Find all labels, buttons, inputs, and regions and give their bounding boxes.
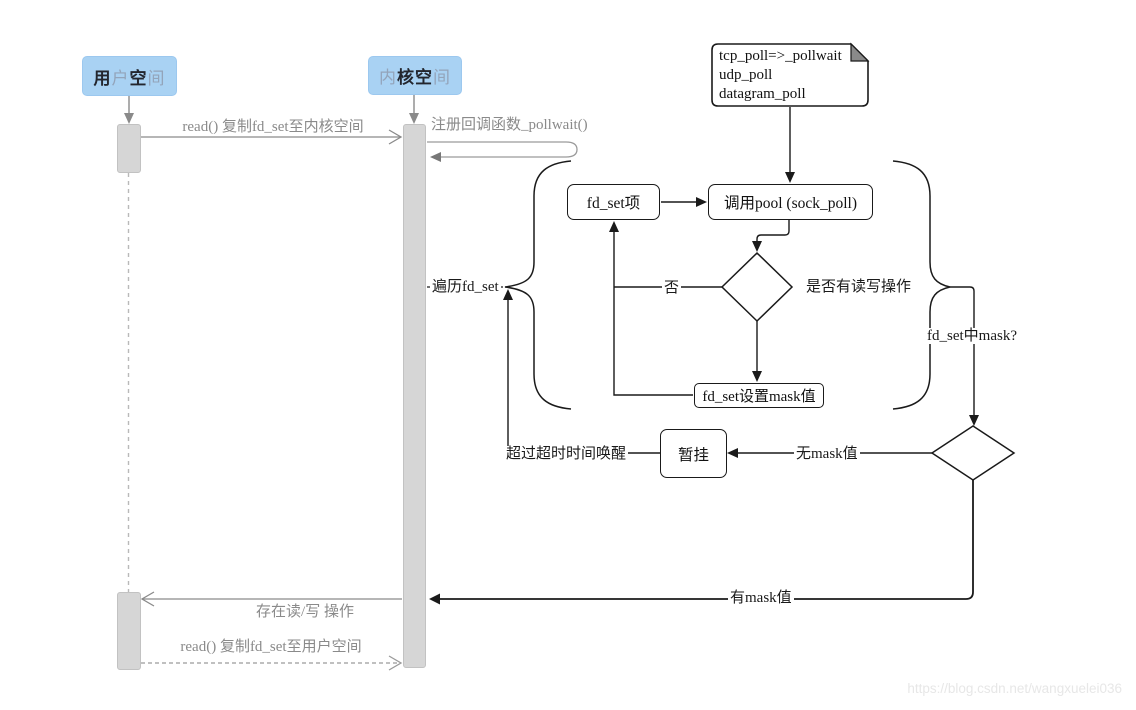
note-line-3: datagram_poll bbox=[719, 86, 806, 102]
decision-rw-diamond bbox=[720, 251, 794, 323]
header-char: 间 bbox=[433, 68, 451, 87]
label-has-mask: 有mask值 bbox=[728, 590, 794, 606]
msg-copy-to-user-arrow bbox=[141, 655, 403, 671]
node-suspend: 暂挂 bbox=[660, 429, 727, 478]
header-char: 内 bbox=[379, 68, 397, 87]
note-poll-functions: tcp_poll=>_pollwait udp_poll datagram_po… bbox=[719, 47, 842, 104]
note-to-callpoll-arrow bbox=[785, 107, 795, 183]
msg-rw-exists-arrow bbox=[140, 591, 402, 607]
loop-left-brace bbox=[504, 160, 572, 410]
msg-copy-to-kernel-arrow bbox=[141, 129, 403, 145]
label-rw-question: 是否有读写操作 bbox=[806, 279, 912, 295]
user-header-arrow bbox=[124, 94, 134, 124]
header-char: 用 bbox=[93, 68, 112, 88]
lifeline-header-user-space: 用户空间 bbox=[82, 56, 177, 96]
hasmask-to-kernel-arrow bbox=[429, 480, 974, 605]
node-fdset-item: fd_set项 bbox=[567, 184, 660, 220]
watermark-url: https://blog.csdn.net/wangxuelei036 bbox=[907, 681, 1122, 696]
lifeline-header-kernel-space: 内核空间 bbox=[368, 56, 462, 95]
loop-back-to-fditem-arrow bbox=[609, 221, 722, 396]
kernel-activation-bar bbox=[403, 124, 426, 668]
label-no-mask: 无mask值 bbox=[794, 446, 860, 462]
note-line-1: tcp_poll=>_pollwait bbox=[719, 48, 842, 64]
label-copy-to-kernel: read() 复制fd_set至内核空间 bbox=[182, 119, 364, 135]
label-wake-timeout: 超过超时时间唤醒 bbox=[504, 446, 629, 462]
user-activation-bar-2 bbox=[117, 592, 141, 670]
header-char: 间 bbox=[147, 68, 166, 88]
kernel-header-arrow bbox=[409, 93, 419, 124]
decision-mask-diamond bbox=[930, 425, 1016, 481]
label-no: 否 bbox=[662, 280, 682, 296]
label-rw-exists: 存在读/写 操作 bbox=[256, 604, 354, 620]
decision-to-setmask-arrow bbox=[752, 321, 762, 382]
node-set-mask: fd_set设置mask值 bbox=[694, 383, 824, 408]
fditem-to-callpoll-arrow bbox=[661, 197, 707, 207]
header-char: 核 bbox=[397, 68, 415, 87]
msg-register-callback-selfloop bbox=[427, 141, 578, 162]
header-char: 空 bbox=[129, 68, 148, 88]
user-activation-bar-1 bbox=[117, 124, 141, 173]
note-line-2: udp_poll bbox=[719, 67, 773, 83]
label-mask-question: fd_set中mask? bbox=[925, 328, 1019, 344]
header-char: 户 bbox=[111, 68, 130, 88]
label-copy-to-user: read() 复制fd_set至用户空间 bbox=[180, 639, 362, 655]
brace-to-maskdecision-arrow bbox=[950, 286, 979, 426]
label-register-callback: 注册回调函数_pollwait() bbox=[431, 117, 588, 133]
callpoll-to-decision-arrow bbox=[752, 220, 790, 252]
label-iterate-fdset: 遍历fd_set bbox=[430, 279, 501, 295]
note-shape bbox=[711, 42, 870, 107]
wake-after-timeout-arrow bbox=[503, 289, 660, 454]
loop-right-brace bbox=[892, 160, 951, 410]
header-char: 空 bbox=[415, 68, 433, 87]
node-call-poll: 调用pool (sock_poll) bbox=[708, 184, 873, 220]
